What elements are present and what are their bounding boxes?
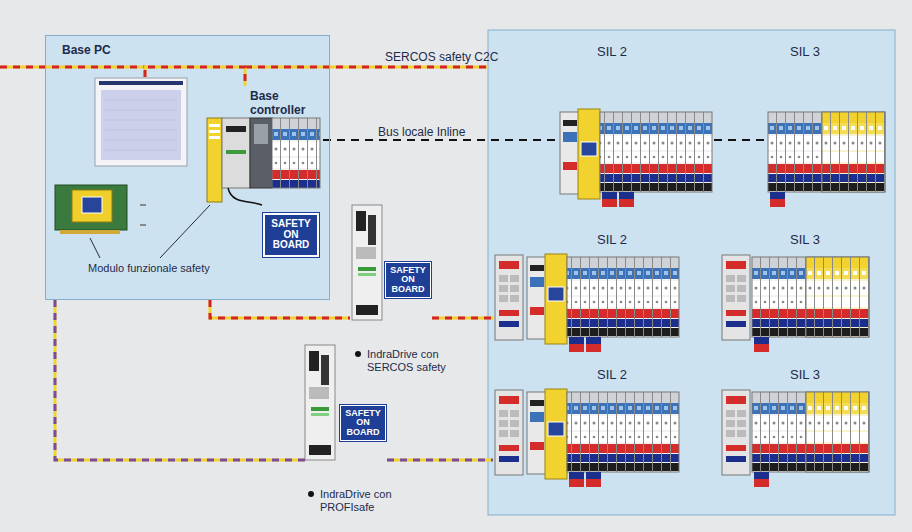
io-station: SIL 3: [720, 228, 872, 345]
station-sil3: [768, 112, 885, 207]
bus-connector: [432, 318, 493, 319]
power-module: [722, 255, 750, 340]
io-station: SIL 2: [493, 228, 683, 345]
base-pc-monitor-part: [95, 78, 187, 166]
safety-pci-card-part: [60, 230, 120, 234]
connector-stroke: [387, 459, 493, 462]
connector-stroke: [387, 459, 493, 462]
station-sil3: [752, 257, 869, 352]
indradrive-sercos: [352, 205, 382, 320]
base-controller-illustration-part: [209, 136, 220, 139]
safety-pci-card-part: [72, 190, 112, 222]
base-pc-monitor-part: [99, 81, 183, 85]
indradrive-profisafe: [305, 345, 335, 460]
base-controller-illustration: [207, 118, 320, 205]
connector-stroke: [714, 139, 766, 141]
leader-lines-part: [90, 205, 210, 258]
station-sil2: [527, 389, 679, 487]
controller-region: Base controller: [241, 86, 323, 201]
controller-panel: Modulo funzionale safety Base PC Base cont…: [45, 35, 330, 300]
bullet-dot: [355, 351, 361, 357]
safety-pci-card-part: [140, 205, 146, 225]
bullet-dot: [308, 491, 314, 497]
bus-connector: [145, 67, 245, 86]
line-label-holder: SERCOS safety C2C: [385, 47, 498, 65]
right-panel: [488, 30, 895, 515]
bus-connector: [323, 140, 558, 141]
io-station: SIL 3: [766, 40, 887, 200]
badge-text: SAFETY ON BOARD: [385, 262, 431, 298]
bus-connector: [714, 140, 766, 141]
safety-pci-card-part: [82, 197, 102, 213]
station-sil3: [752, 392, 869, 487]
base-controller-illustration-part: [207, 118, 222, 202]
io-station: SIL 2: [558, 40, 714, 210]
bus-connector: [210, 300, 350, 318]
node-title: Base PC: [62, 44, 142, 58]
safety-pci-card: [55, 185, 146, 234]
base-controller-illustration-part: [222, 118, 250, 188]
sil-label: SIL 2: [597, 232, 641, 248]
power-module: [722, 390, 750, 475]
line-label: SERCOS safety C2C: [385, 50, 498, 64]
safety-pci-card-part: [55, 185, 127, 230]
drive-region: SAFETY ON BOARDIndraDrive con SERCOS saf…: [350, 205, 432, 330]
safety-badge: SAFETY ON BOARD: [263, 213, 319, 257]
sil-label: SIL 2: [597, 44, 641, 60]
station-sil2: [527, 254, 679, 352]
base-controller-illustration-part: [226, 126, 246, 132]
leader-lines: [90, 205, 210, 258]
node-title: Base controller: [250, 90, 320, 118]
connector-stroke: [432, 317, 493, 320]
sil-label: SIL 3: [790, 232, 834, 248]
connector-stroke: [432, 317, 493, 320]
connector-stroke: [323, 139, 558, 141]
connector-stroke: [210, 300, 350, 318]
base-controller-illustration-part: [250, 118, 272, 188]
drive-caption: IndraDrive con PROFIsafe: [320, 488, 408, 513]
base-controller-illustration-part: [228, 188, 262, 205]
connector-stroke: [210, 300, 350, 318]
io-station: SIL 3: [720, 363, 872, 480]
io-station: SIL 2: [493, 363, 683, 480]
sil-label: SIL 3: [790, 44, 834, 60]
bus-connector: [55, 300, 305, 460]
station-sil2: [560, 109, 712, 207]
base-controller-illustration-part-part: [272, 118, 320, 188]
badge-text: SAFETY ON BOARD: [267, 219, 315, 251]
left-panel-ground: [45, 35, 330, 300]
connector-stroke: [55, 300, 305, 460]
power-module: [495, 255, 523, 340]
base-controller-illustration-part: [209, 130, 220, 133]
base-pc-monitor-part: [105, 100, 177, 150]
sil-label: SIL 2: [597, 367, 641, 383]
connector-stroke: [145, 67, 245, 86]
power-module: [495, 390, 523, 475]
connector-stroke: [145, 67, 245, 86]
panel-caption: Modulo funzionale safety: [88, 262, 228, 275]
sil-label: SIL 3: [790, 367, 834, 383]
base-controller-illustration-part: [209, 124, 220, 127]
line-label: Bus locale Inline: [378, 125, 465, 139]
bus-connector: [387, 460, 493, 461]
base-pc-monitor: [95, 78, 187, 166]
base-controller-illustration-part: [226, 150, 246, 154]
base-pc-monitor-part: [101, 90, 181, 160]
base-controller-illustration-part: [272, 118, 320, 188]
drive-caption: IndraDrive con SERCOS safety: [367, 348, 457, 373]
base-controller-illustration-part: [254, 124, 268, 144]
line-label-holder: Bus locale Inline: [378, 122, 465, 140]
badge-text: SAFETY ON BOARD: [340, 405, 386, 441]
pc-region: Base PC: [56, 77, 191, 241]
connector-stroke: [55, 300, 305, 460]
